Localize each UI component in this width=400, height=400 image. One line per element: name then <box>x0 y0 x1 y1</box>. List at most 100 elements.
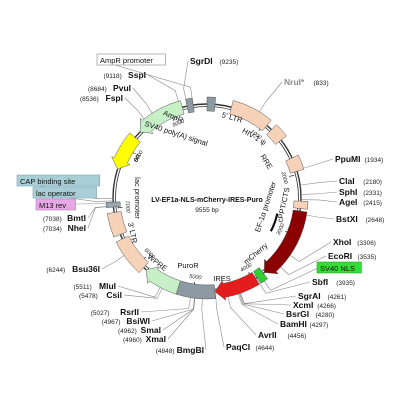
site-fspi[interactable]: FspI(8536) <box>80 93 123 103</box>
site-sgrdi-pos: (9235) <box>220 59 239 66</box>
site-xcmi[interactable]: XcmI(4266) <box>293 300 336 310</box>
site-rsrii[interactable]: RsrII(5027) <box>91 307 139 317</box>
site-bsu36i[interactable]: Bsu36I(6244) <box>46 264 100 274</box>
site-ppumi-pos: (1934) <box>365 157 384 164</box>
site-bsiwi[interactable]: BsiWI(4967) <box>102 316 150 326</box>
leader-sbfi <box>256 278 311 294</box>
site-sgrai[interactable]: SgrAI(4261) <box>298 291 346 301</box>
site-mlui[interactable]: MluI(5511) <box>73 281 116 291</box>
site-m13rev[interactable]: M13 rev <box>35 198 76 211</box>
feature-ltr3[interactable] <box>106 211 128 238</box>
site-bamhi[interactable]: BamHI(4297) <box>280 319 328 329</box>
site-cap-site-box <box>16 174 101 187</box>
site-clai-pos: (2180) <box>363 179 382 186</box>
site-rsrii-name: RsrII <box>120 307 139 317</box>
site-agei[interactable]: AgeI(2415) <box>339 197 382 207</box>
site-bsu36i-name: Bsu36I <box>72 264 100 274</box>
feature-ampr[interactable] <box>139 100 185 134</box>
plasmid-name: LV-EF1a-NLS-mCherry-IRES-Puro <box>151 197 263 204</box>
site-mlui-pos: (5511) <box>73 284 91 291</box>
tick-label: 4000 <box>240 262 254 274</box>
site-nhei[interactable]: NheI (7034) <box>43 223 86 233</box>
feature-label-ires: IRES <box>213 274 231 283</box>
site-xmai[interactable]: XmaI(4960) <box>123 334 166 344</box>
site-bstxi[interactable]: BstXI(2648) <box>336 214 384 224</box>
site-cap-site[interactable]: CAP binding site <box>16 174 101 187</box>
feature-mcherry[interactable] <box>214 272 260 301</box>
site-fspi-pos: (8536) <box>80 96 99 103</box>
site-ampr-promoter-name: AmpR promoter <box>100 56 153 65</box>
site-bmgbi-name: BmgBI <box>177 345 204 355</box>
site-lac-operator-box <box>32 186 97 199</box>
site-ecori[interactable]: EcoRI(3535) <box>328 251 376 261</box>
tick-label: 5000 <box>189 274 203 282</box>
tick-mark <box>117 206 123 209</box>
site-sspi[interactable]: SspI(9118) <box>103 70 146 80</box>
tick-label: 2000 <box>279 170 288 185</box>
selection-arc <box>269 213 279 232</box>
site-bmti-name: BmtI <box>67 213 86 223</box>
feature-ltr5[interactable] <box>229 100 272 132</box>
site-ppumi-name: PpuMI <box>335 154 361 164</box>
site-avrii[interactable]: AvrII(4456) <box>258 330 306 340</box>
tick-label: 8000 <box>133 149 145 163</box>
site-ecori-pos: (3535) <box>358 254 377 261</box>
site-xmai-pos: (4960) <box>123 337 142 344</box>
leader-sphi <box>301 191 338 195</box>
feature-wpre[interactable] <box>115 235 149 274</box>
feature-label-ori: ori <box>131 152 143 164</box>
feature-hiv1[interactable] <box>266 124 287 145</box>
site-sbfi[interactable]: SbfI(3935) <box>312 277 355 287</box>
site-ppumi[interactable]: PpuMI (1934) <box>335 154 383 164</box>
site-smai-pos: (4962) <box>118 328 137 335</box>
site-m13rev-name: M13 rev <box>39 201 66 210</box>
site-paqci[interactable]: PaqCI (4644) <box>226 342 274 352</box>
site-agei-pos: (2415) <box>363 200 382 207</box>
site-bsiwi-pos: (4967) <box>102 319 121 326</box>
site-nhei-name: NheI <box>68 223 86 233</box>
site-pvui[interactable]: PvuI(8684) <box>88 83 131 93</box>
site-nhei-pos: (7034) <box>43 226 62 233</box>
feature-ires[interactable] <box>175 280 216 300</box>
site-lac-operator[interactable]: lac operator <box>32 186 97 199</box>
leader-agei <box>301 199 338 203</box>
site-xcmi-pos: (4266) <box>317 303 336 310</box>
site-xhoi[interactable]: XhoI(3306) <box>333 237 376 247</box>
site-nrui-pos: (833) <box>314 80 329 87</box>
feature-sv40pa[interactable] <box>206 96 216 112</box>
site-csii[interactable]: CsiI(5478) <box>79 290 122 300</box>
feature-ef1a[interactable] <box>264 209 308 275</box>
site-sphi-name: SphI <box>339 187 357 197</box>
site-bsrgi[interactable]: BsrGI (4280) <box>286 309 334 319</box>
site-bamhi-name: BamHI <box>280 319 307 329</box>
site-nrui[interactable]: NruI*(833) <box>284 77 329 87</box>
site-bmti[interactable]: BmtI(7038) <box>43 213 86 223</box>
site-xhoi-pos: (3306) <box>357 240 376 247</box>
feature-puror[interactable] <box>145 266 181 295</box>
site-sgrdi[interactable]: SgrDI(9235) <box>190 56 238 66</box>
site-pvui-name: PvuI <box>113 83 131 93</box>
site-paqci-name: PaqCI <box>226 342 250 352</box>
site-paqci-pos: (4644) <box>256 345 275 352</box>
site-smai[interactable]: SmaI(4962) <box>118 325 161 335</box>
site-bsrgi-name: BsrGI <box>286 309 309 319</box>
feature-label-cppt: cPPT/CTS <box>275 187 291 224</box>
leader-avrii <box>226 290 257 336</box>
feature-ori[interactable] <box>111 132 141 170</box>
site-bmgbi[interactable]: BmgBI(4848) <box>156 345 204 355</box>
feature-rre[interactable] <box>285 154 305 174</box>
selection-marker <box>269 213 279 232</box>
site-sphi[interactable]: SphI(2331) <box>339 187 382 197</box>
site-csii-name: CsiI <box>106 290 122 300</box>
feature-ampprom[interactable] <box>185 97 195 114</box>
feature-nls[interactable] <box>253 267 268 284</box>
feature-lacprom[interactable] <box>105 201 121 208</box>
feature-cppt[interactable] <box>293 200 309 210</box>
site-bsrgi-pos: (4280) <box>316 312 335 319</box>
site-sv40nls[interactable]: SV40 NLS <box>316 261 362 274</box>
restriction-site-layer: AmpR promoter SgrDI(9235) NruI*(833) SspI(9… <box>16 53 384 355</box>
leader-xmai <box>167 292 196 340</box>
site-clai[interactable]: ClaI(2180) <box>339 176 382 186</box>
site-ampr-promoter[interactable]: AmpR promoter <box>96 53 166 66</box>
